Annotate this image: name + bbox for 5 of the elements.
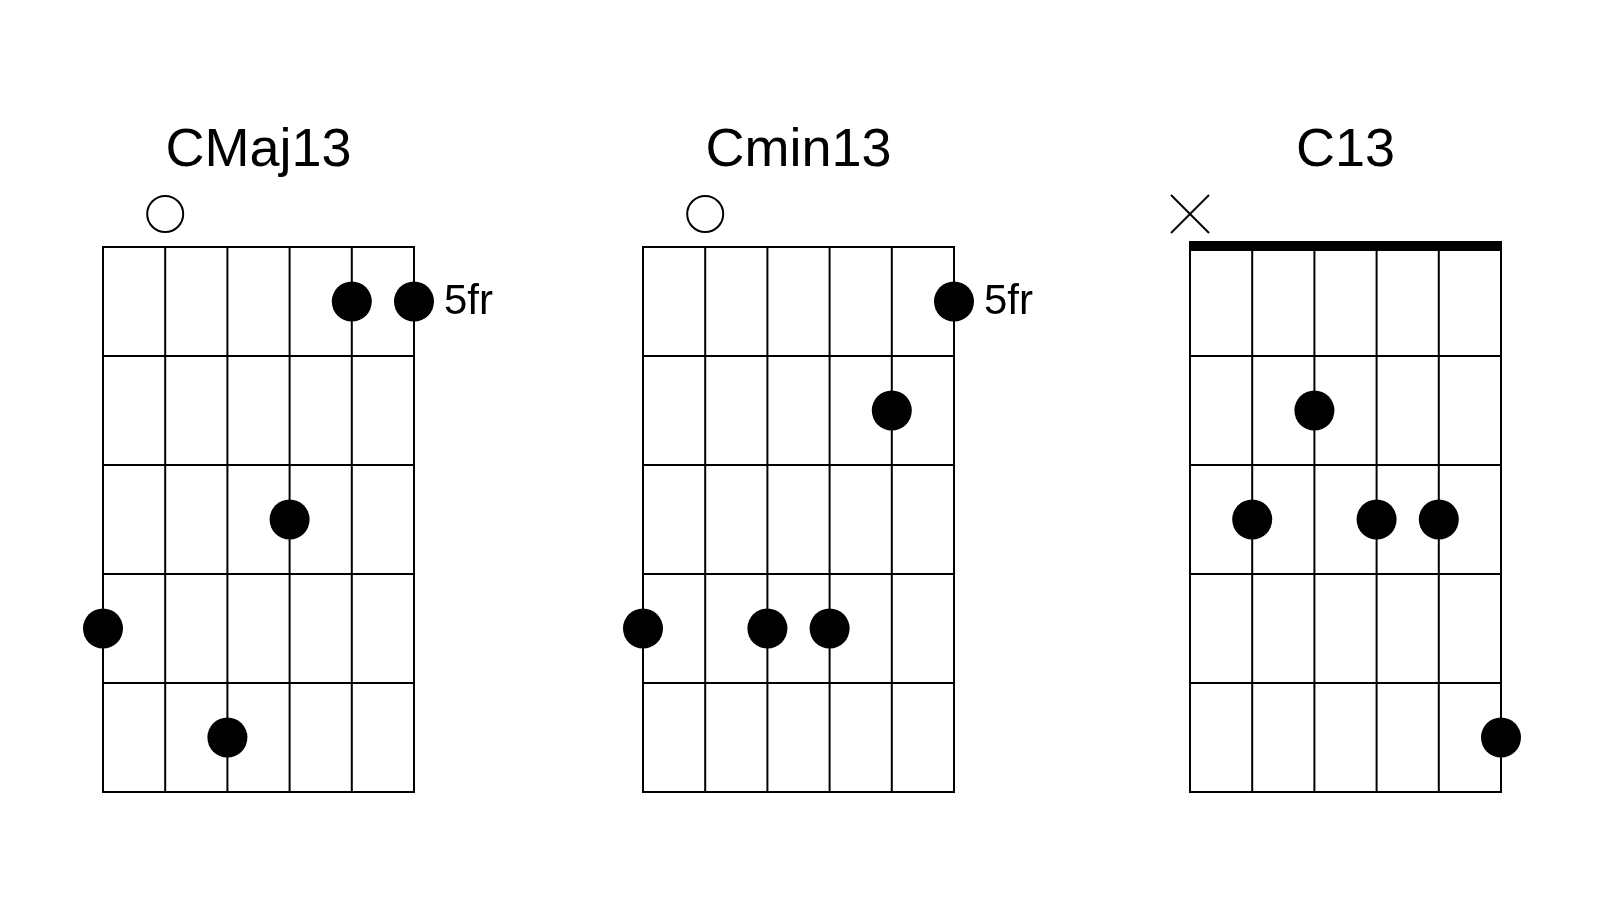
fret-position-label: 5fr xyxy=(984,275,1033,324)
chord-name: CMaj13 xyxy=(164,116,353,178)
chord-name: Cmin13 xyxy=(704,116,893,178)
fret-position-label: 5fr xyxy=(444,275,493,324)
chord-name: C13 xyxy=(1294,116,1397,178)
